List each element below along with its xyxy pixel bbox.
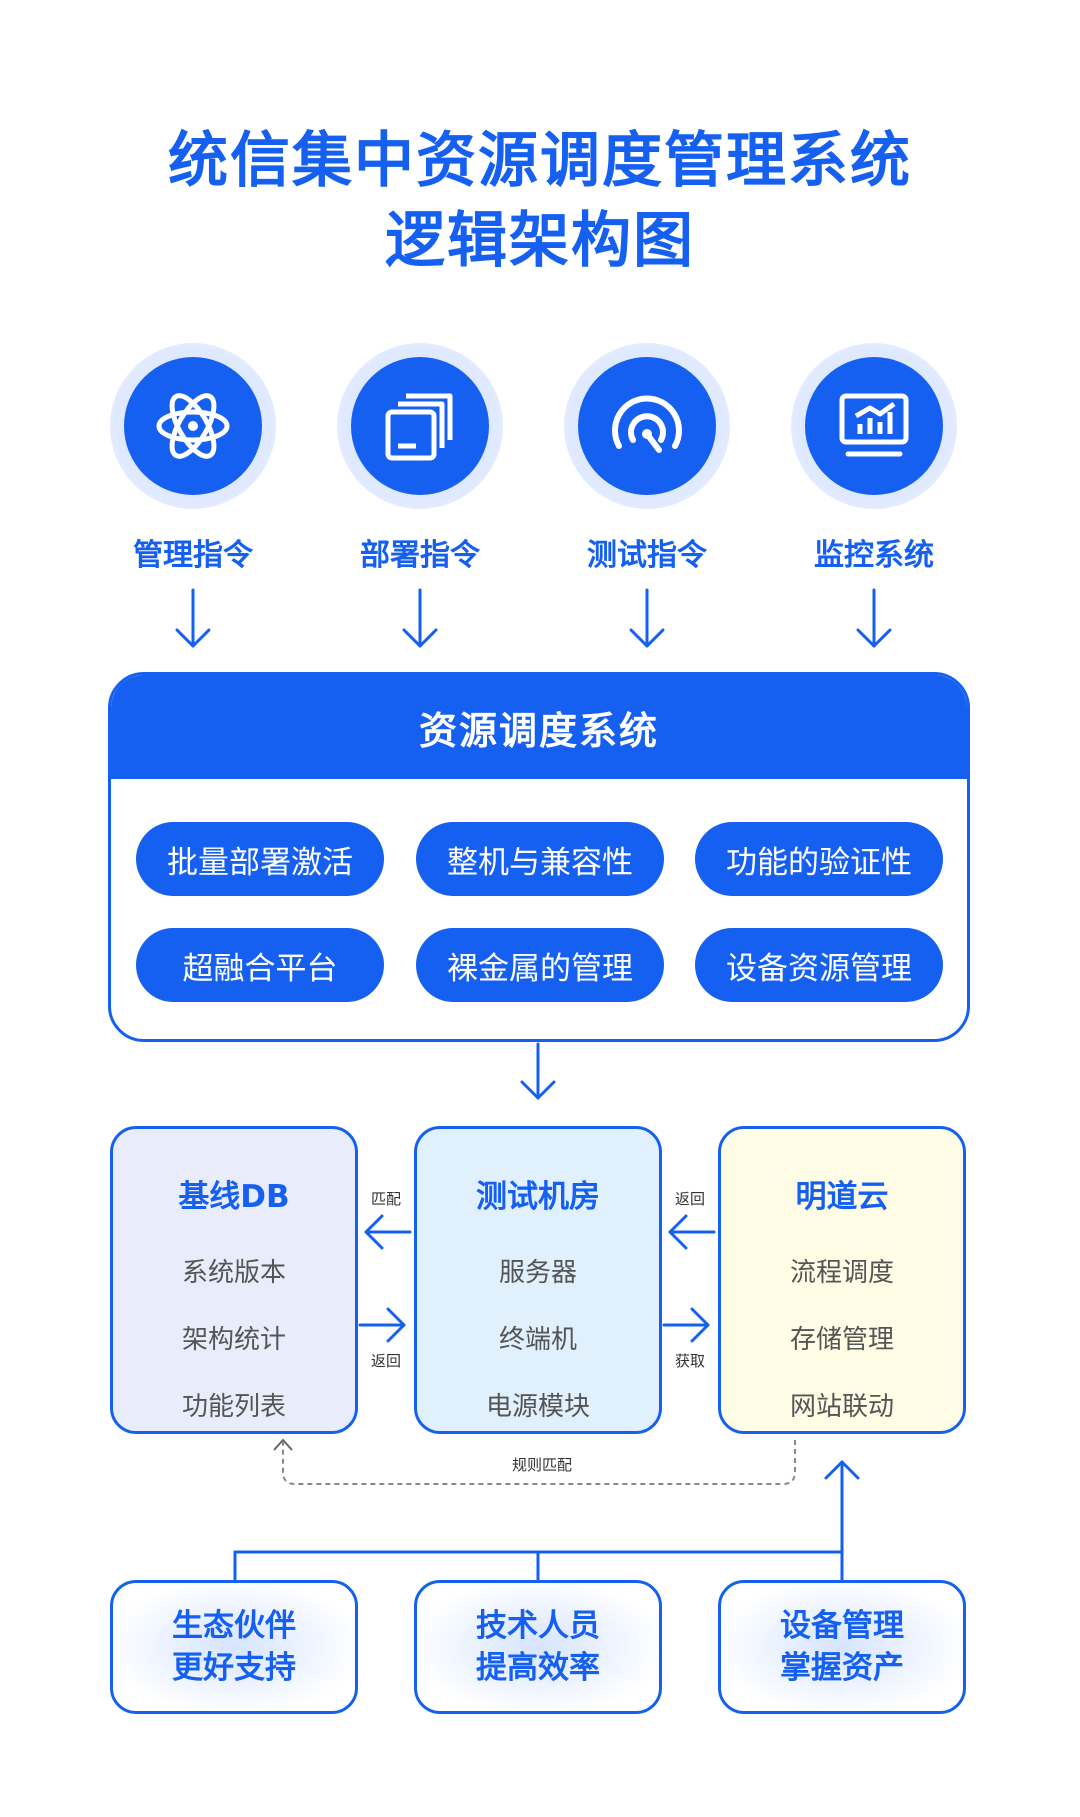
arrow-down-icon (402, 588, 438, 648)
input-label-test: 测试指令 (587, 538, 707, 573)
deploy-command-node (337, 343, 503, 509)
arrow-up-icon (273, 1438, 293, 1451)
mingdao-item: 流程调度 (789, 1258, 894, 1288)
atom-icon (124, 357, 262, 495)
feature-pill: 设备资源管理 (695, 928, 943, 1002)
arrow-down-icon (175, 588, 211, 648)
arrow-right-icon (358, 1307, 406, 1343)
rule-match-loop (282, 1440, 796, 1485)
benefit-line: 提高效率 (476, 1650, 600, 1686)
speedometer-icon (578, 357, 716, 495)
benefit-box-partners: 生态伙伴 更好支持 (110, 1580, 358, 1714)
mingdao-cloud-box: 明道云 流程调度 存储管理 网站联动 (718, 1126, 966, 1434)
test-room-item: 终端机 (498, 1325, 577, 1355)
benefit-line: 掌握资产 (780, 1650, 904, 1686)
baseline-item: 架构统计 (181, 1325, 286, 1355)
benefit-line: 更好支持 (172, 1650, 296, 1686)
feature-pill: 批量部署激活 (136, 822, 384, 896)
edge-label-return: 返回 (371, 1352, 402, 1370)
baseline-db-title: 基线DB (178, 1179, 290, 1215)
arrow-right-icon (662, 1307, 710, 1343)
benefit-box-assets: 设备管理 掌握资产 (718, 1580, 966, 1714)
input-label-management: 管理指令 (133, 538, 253, 573)
management-command-node (110, 343, 276, 509)
resource-system-title: 资源调度系统 (111, 675, 967, 779)
mingdao-item: 存储管理 (789, 1325, 894, 1355)
test-room-item: 服务器 (498, 1258, 577, 1288)
arrow-down-icon (520, 1042, 556, 1100)
input-label-deploy: 部署指令 (360, 538, 480, 573)
test-room-box: 测试机房 服务器 终端机 电源模块 (414, 1126, 662, 1434)
input-label-monitoring: 监控系统 (814, 538, 934, 573)
feature-pill: 裸金属的管理 (416, 928, 664, 1002)
monitor-chart-icon (805, 357, 943, 495)
arrow-down-icon (856, 588, 892, 648)
mingdao-item: 网站联动 (789, 1392, 894, 1422)
feature-pill: 功能的验证性 (695, 822, 943, 896)
diagram-title-line1: 统信集中资源调度管理系统 (168, 126, 912, 196)
baseline-item: 功能列表 (181, 1392, 286, 1422)
baseline-db-box: 基线DB 系统版本 架构统计 功能列表 (110, 1126, 358, 1434)
arrow-up-icon (824, 1460, 860, 1554)
arrow-left-icon (668, 1214, 716, 1250)
edge-label-match: 匹配 (371, 1190, 402, 1208)
test-room-item: 电源模块 (485, 1392, 590, 1422)
edge-label-return: 返回 (675, 1190, 706, 1208)
edge-label-rule-match: 规则匹配 (508, 1454, 577, 1475)
test-command-node (564, 343, 730, 509)
benefit-line: 生态伙伴 (172, 1608, 296, 1644)
benefit-box-engineers: 技术人员 提高效率 (414, 1580, 662, 1714)
diagram-title-line2: 逻辑架构图 (385, 206, 695, 276)
arrow-down-icon (629, 588, 665, 648)
test-room-title: 测试机房 (476, 1179, 600, 1215)
mingdao-cloud-title: 明道云 (795, 1179, 889, 1215)
benefit-line: 设备管理 (780, 1608, 904, 1644)
feature-pill: 超融合平台 (136, 928, 384, 1002)
arrow-left-icon (364, 1214, 412, 1250)
baseline-item: 系统版本 (181, 1258, 286, 1288)
monitoring-system-node (791, 343, 957, 509)
stacked-layers-icon (351, 357, 489, 495)
edge-label-fetch: 获取 (675, 1352, 706, 1370)
feature-pill: 整机与兼容性 (416, 822, 664, 896)
benefit-line: 技术人员 (476, 1608, 600, 1644)
